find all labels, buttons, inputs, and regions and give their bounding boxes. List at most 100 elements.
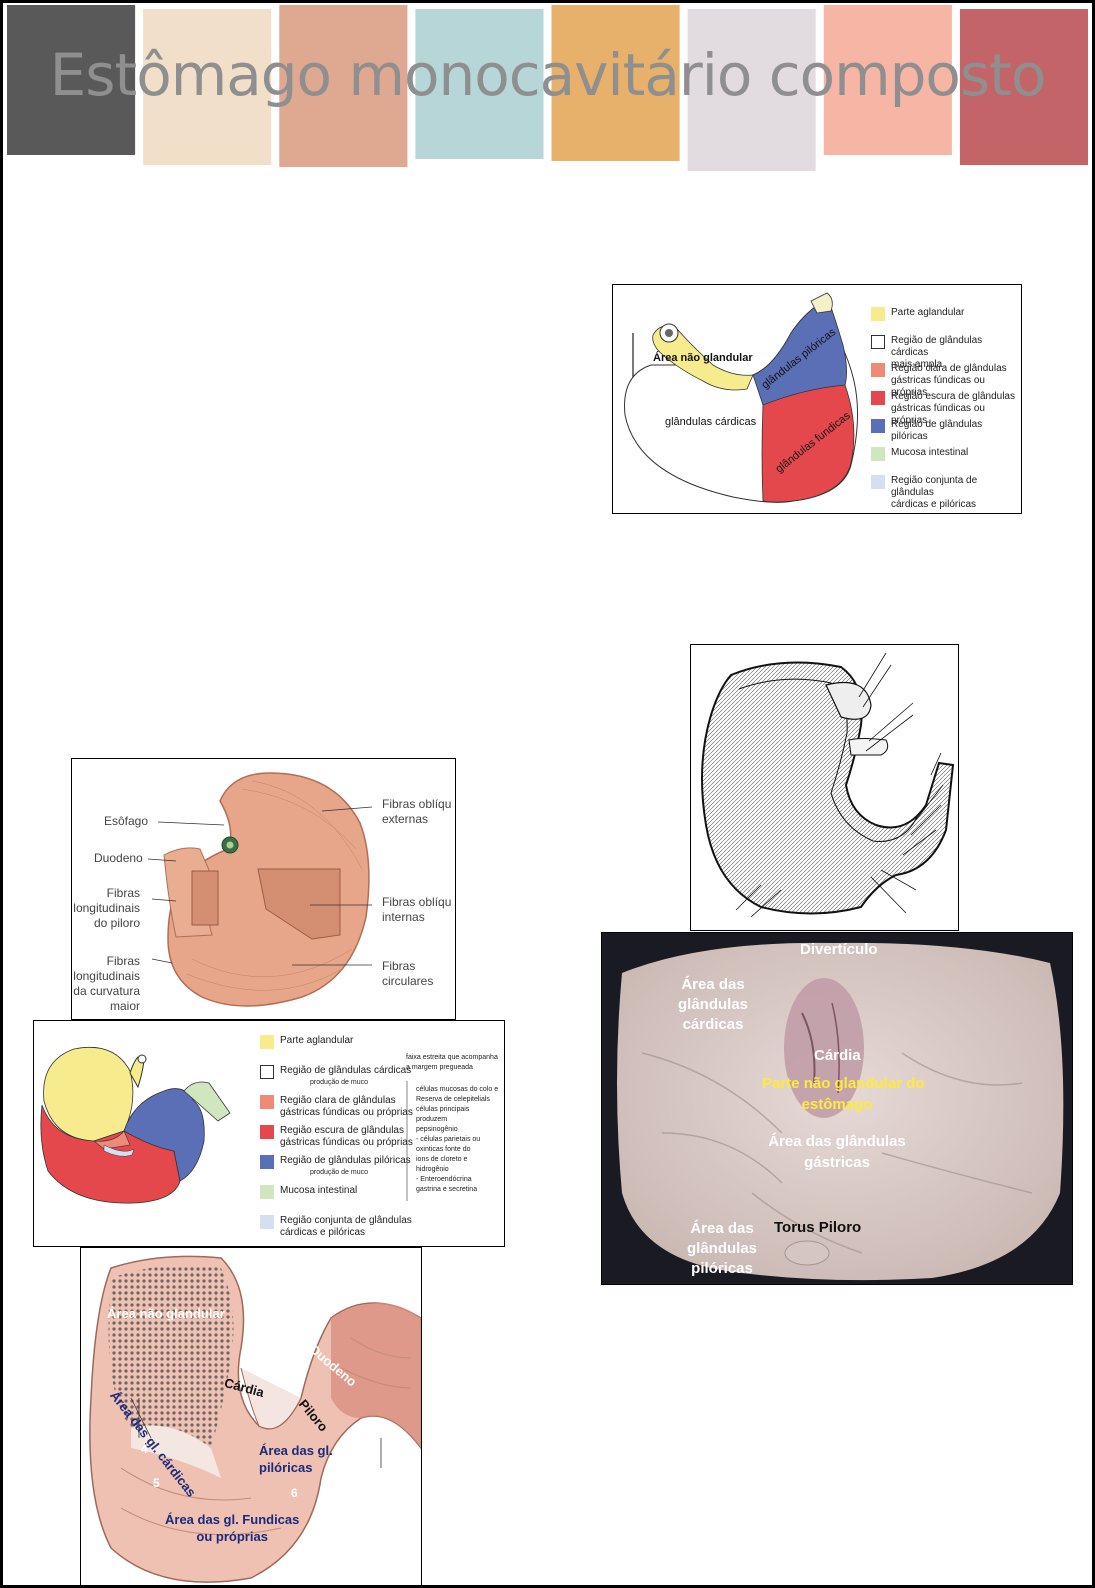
legend-swatch bbox=[260, 1155, 274, 1169]
note-celulas: células mucosas do colo e Reserva de cele… bbox=[416, 1085, 498, 1195]
legend-label: Parte aglandular bbox=[891, 307, 965, 318]
label-number-4: 4 bbox=[141, 1442, 148, 1456]
banner-stroke bbox=[823, 5, 952, 155]
banner-paint-strokes bbox=[7, 5, 1088, 171]
legend-swatch bbox=[260, 1095, 274, 1109]
text-line: Fibras oblíqu bbox=[382, 895, 452, 909]
text-line: estômago bbox=[801, 1096, 873, 1113]
label-torus-piloro: Torus Piloro bbox=[774, 1219, 862, 1236]
legend-swatch bbox=[260, 1035, 274, 1049]
pig-stomach-diagram bbox=[40, 1046, 408, 1204]
label-nao-glandular: Área não glandular bbox=[653, 351, 753, 364]
text-line: glândulas bbox=[678, 996, 749, 1013]
label-area-glandulas-gastricas: Área das glândulas gástricas bbox=[762, 1131, 912, 1173]
text-line: da curvatura bbox=[73, 984, 140, 998]
label-area-gl-piloricas: Área das gl.pilóricas bbox=[259, 1442, 333, 1476]
text-line: do piloro bbox=[93, 916, 140, 930]
note-faixa-estreita: faixa estreita que acompanha a margem pre… bbox=[406, 1053, 498, 1073]
banner-stroke bbox=[279, 5, 408, 167]
legend-label: Mucosa intestinal bbox=[280, 1185, 358, 1196]
legend-label: Parte aglandular bbox=[280, 1035, 354, 1046]
label-cardicas: glândulas cárdicas bbox=[665, 416, 757, 428]
text-line: glândulas bbox=[687, 1240, 758, 1257]
opened-stomach-photo: Divertículo Área das glândulas cárdicas Cá… bbox=[601, 932, 1073, 1285]
banner-stroke bbox=[959, 9, 1088, 165]
text-line: - células parietais ou bbox=[416, 1136, 481, 1143]
text-line: Área das glândulas bbox=[768, 1133, 906, 1150]
text-line: - Enteroendócrina bbox=[416, 1176, 472, 1183]
legend-swatch bbox=[260, 1065, 274, 1079]
banner-title: Estômago monocavitário composto bbox=[49, 41, 1047, 109]
text-line: cárdicas bbox=[682, 1016, 744, 1033]
legend-swatch bbox=[871, 475, 885, 489]
label-number-6: 6 bbox=[291, 1486, 298, 1500]
text-line: externas bbox=[382, 812, 429, 826]
text-line: Área das bbox=[681, 976, 745, 993]
text-line: Área das gl. bbox=[259, 1443, 333, 1458]
text-line: hidrogênio bbox=[416, 1166, 449, 1173]
label-cardia: Cárdia bbox=[814, 1047, 861, 1064]
text-line: oxinticas fonte do bbox=[416, 1146, 471, 1153]
stomach-section-illustration bbox=[89, 1255, 421, 1583]
label-diverticulo: Divertículo bbox=[800, 941, 878, 958]
text-line: maior bbox=[109, 999, 140, 1013]
label-number-5: 5 bbox=[153, 1476, 160, 1490]
legend-label: Região de glândulas pilóricas bbox=[891, 419, 983, 442]
text-line: pepsinogênio bbox=[416, 1126, 458, 1133]
stomach-section-figure: Área não glandular Área das gl. cárdicas… bbox=[80, 1247, 422, 1585]
stomach-regions-figure: Área não glandular glândulas cárdicas gl… bbox=[612, 284, 1022, 514]
legend-swatch bbox=[871, 307, 885, 321]
banner-stroke bbox=[687, 9, 816, 171]
legend-swatch bbox=[871, 335, 885, 349]
banner-stroke bbox=[7, 5, 136, 155]
legend-swatch bbox=[260, 1125, 274, 1139]
text-line: gástricas bbox=[804, 1154, 870, 1171]
text-line: gastrina e secretina bbox=[416, 1186, 478, 1193]
label-area-glandulas-cardicas: Área das glândulas cárdicas bbox=[678, 975, 748, 1035]
banner-stroke bbox=[551, 5, 680, 161]
text-line: longitudinais bbox=[73, 969, 140, 983]
text-line: Fibras bbox=[106, 886, 140, 900]
stomach-engraving-illustration bbox=[701, 652, 955, 918]
stomach-regions-diagram: Área não glandular glândulas cárdicas gl… bbox=[624, 292, 858, 503]
text-line: Fibras bbox=[106, 954, 140, 968]
stomach-muscle-illustration bbox=[147, 772, 373, 1007]
text-line: a margem pregueada bbox=[406, 1064, 473, 1071]
legend-swatch bbox=[260, 1215, 274, 1229]
label-duodeno: Duodeno bbox=[94, 851, 143, 865]
text-line: Fibras oblíqu bbox=[382, 797, 452, 811]
banner-stroke bbox=[415, 9, 544, 159]
legend-swatch bbox=[871, 391, 885, 405]
text-line: internas bbox=[382, 910, 425, 924]
banner-stroke bbox=[143, 9, 272, 165]
text-line: faixa estreita que acompanha bbox=[406, 1054, 498, 1061]
text-line: células principais bbox=[416, 1106, 470, 1113]
label-area-nao-glandular: Área não glandular bbox=[107, 1306, 225, 1321]
banner: Estômago monocavitário composto bbox=[3, 3, 1092, 175]
text-line: ions de cloreto e bbox=[416, 1156, 468, 1163]
text-line: produzem bbox=[416, 1116, 448, 1123]
legend-label: Mucosa intestinal bbox=[891, 447, 969, 458]
text-line: Área das gl. Fundicas bbox=[165, 1512, 300, 1527]
text-line: Reserva de celepitelials bbox=[416, 1096, 490, 1103]
text-line: células mucosas do colo e bbox=[416, 1086, 499, 1093]
opened-stomach-illustration bbox=[617, 942, 1064, 1281]
text-line: pilóricas bbox=[691, 1260, 753, 1277]
text-line: circulares bbox=[382, 974, 434, 988]
